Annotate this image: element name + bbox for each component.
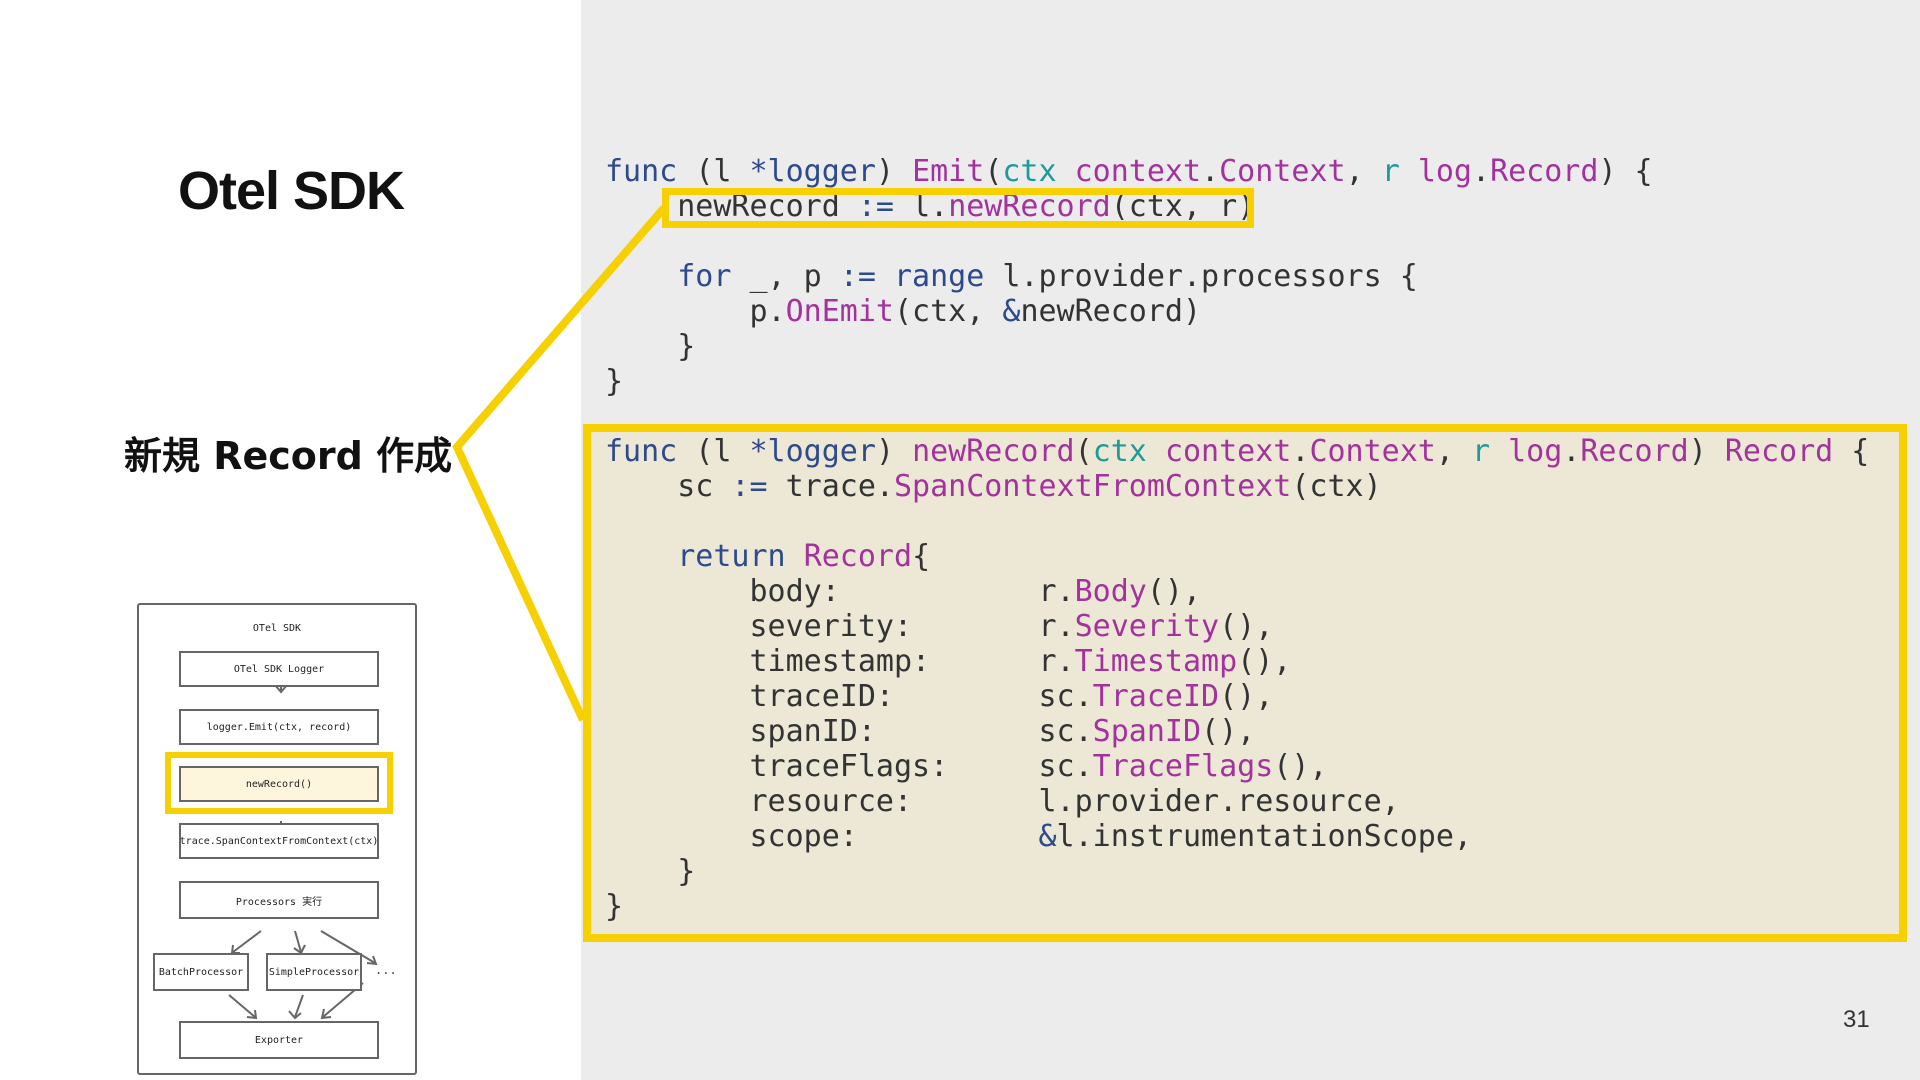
page-number: 31 <box>1843 1006 1870 1033</box>
code-line: func (l *logger) newRecord(ctx context.C… <box>605 434 1870 469</box>
diagram-box-batch: BatchProcessor <box>153 953 249 991</box>
code-line: for _, p := range l.provider.processors … <box>677 259 1418 294</box>
code-line: traceFlags: sc.TraceFlags(), <box>605 749 1328 784</box>
newrecord-call-highlight <box>662 188 1254 228</box>
diagram-box-processors: Processors 実行 <box>179 881 379 919</box>
code-line: return Record{ <box>677 539 931 574</box>
diagram-box-newrecord: newRecord() <box>179 766 379 802</box>
diagram-box-logger: OTel SDK Logger <box>179 651 379 687</box>
newrecord-function-code: func (l *logger) newRecord(ctx context.C… <box>605 434 1869 924</box>
diagram-box-simple: SimpleProcessor <box>266 953 362 991</box>
code-line: resource: l.provider.resource, <box>605 784 1400 819</box>
code-line: } <box>605 364 624 399</box>
sdk-flow-diagram: OTel SDK OTel SDK Logger logger.Emit(ctx… <box>137 603 417 1075</box>
code-line: spanID: sc.SpanID(), <box>605 714 1256 749</box>
emit-function-code: func (l *logger) Emit(ctx context.Contex… <box>605 154 1653 399</box>
code-line: sc := trace.SpanContextFromContext(ctx) <box>677 469 1382 504</box>
code-line: } <box>605 889 624 924</box>
diagram-title: OTel SDK <box>252 623 302 634</box>
code-line: scope: &l.instrumentationScope, <box>605 819 1472 854</box>
code-line: timestamp: r.Timestamp(), <box>605 644 1292 679</box>
code-line: } <box>605 854 696 889</box>
code-line: func (l *logger) Emit(ctx context.Contex… <box>605 154 1653 189</box>
diagram-newrecord-highlight <box>165 752 393 814</box>
diagram-ellipsis: ... <box>375 963 397 977</box>
slide-title: Otel SDK <box>178 161 405 221</box>
code-line: traceID: sc.TraceID(), <box>605 679 1274 714</box>
diagram-box-emit: logger.Emit(ctx, record) <box>179 709 379 745</box>
diagram-box-spancontext: trace.SpanContextFromContext(ctx) <box>179 823 379 859</box>
code-line: } <box>605 329 696 364</box>
code-line: p.OnEmit(ctx, &newRecord) <box>749 294 1202 329</box>
diagram-box-exporter: Exporter <box>179 1021 379 1059</box>
code-line: body: r.Body(), <box>605 574 1202 609</box>
callout-label: 新規 Record 作成 <box>124 434 453 478</box>
newrecord-highlight-box <box>583 424 1907 942</box>
code-line: severity: r.Severity(), <box>605 609 1274 644</box>
